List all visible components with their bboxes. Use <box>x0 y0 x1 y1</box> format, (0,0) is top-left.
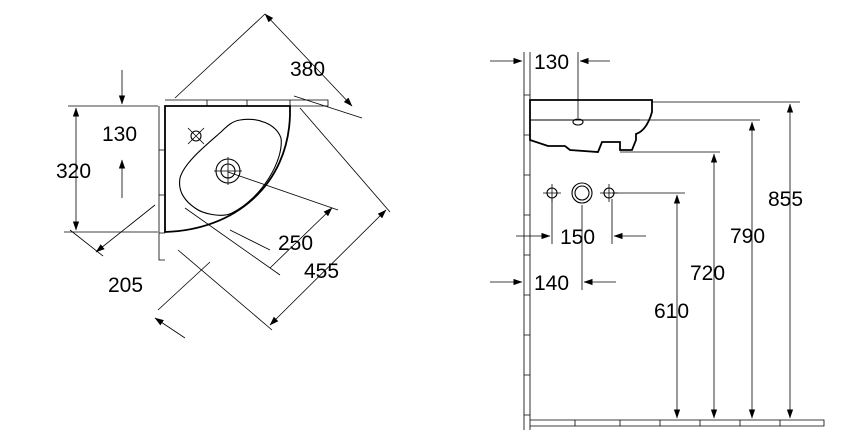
dim-455-label: 455 <box>304 260 339 283</box>
basin-profile <box>529 99 653 153</box>
dim-720: 720 <box>690 153 725 419</box>
dim-150-label: 150 <box>560 226 595 249</box>
plan-view: 380 130 320 205 250 <box>56 13 391 339</box>
dim-790: 790 <box>730 121 765 419</box>
tap-hole <box>187 127 205 145</box>
dim-150: 150 <box>516 226 646 249</box>
dim-140: 140 <box>490 205 616 295</box>
dim-320-label: 320 <box>56 160 91 183</box>
basin-outline <box>164 105 291 233</box>
drain <box>214 157 242 185</box>
basin-overflow <box>572 118 584 126</box>
wall-left <box>158 106 165 261</box>
dim-610: 610 <box>654 194 689 419</box>
dim-380-label: 380 <box>290 58 325 81</box>
side-view: 130 150 140 610 720 790 <box>490 51 825 430</box>
dim-205-label: 205 <box>108 274 143 297</box>
basin-bowl <box>178 118 282 216</box>
wall-fittings <box>543 182 618 244</box>
dim-130-plan: 130 <box>68 70 158 198</box>
dim-205: 205 <box>69 204 211 339</box>
dim-855: 855 <box>768 103 803 419</box>
dim-610-label: 610 <box>654 300 689 323</box>
dim-250-label: 250 <box>278 232 313 255</box>
dim-320: 320 <box>56 107 158 233</box>
side-floor <box>530 419 825 427</box>
dim-855-label: 855 <box>768 188 803 211</box>
dim-130-side-label: 130 <box>534 51 569 74</box>
dim-380: 380 <box>174 13 363 119</box>
dim-720-label: 720 <box>690 262 725 285</box>
dim-130-side: 130 <box>490 51 610 118</box>
dim-130-plan-label: 130 <box>102 123 137 146</box>
dim-790-label: 790 <box>730 225 765 248</box>
dim-455: 455 <box>177 107 391 331</box>
dim-140-label: 140 <box>534 272 569 295</box>
